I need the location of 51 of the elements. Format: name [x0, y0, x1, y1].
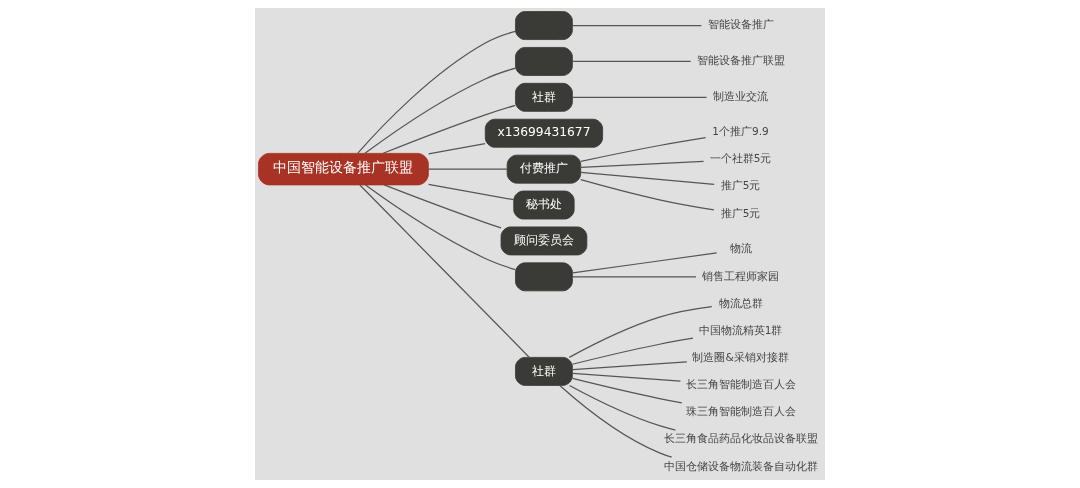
- node-text: 推广5元: [720, 206, 761, 219]
- connector: [383, 184, 502, 229]
- node-box: [515, 262, 573, 292]
- connector: [568, 384, 677, 431]
- node-text: 制造圈&采销对接群: [692, 350, 789, 363]
- node-box: 秘书处: [513, 190, 575, 220]
- node-text: 中国物流精英1群: [698, 323, 783, 336]
- node-text: 中国仓储设备物流装备自动化群: [663, 459, 818, 472]
- connector: [568, 306, 713, 358]
- connector: [359, 184, 530, 358]
- connector: [572, 60, 692, 63]
- connector: [572, 361, 688, 371]
- connector: [572, 252, 718, 274]
- node-text: 销售工程师家园: [702, 269, 780, 282]
- connector: [580, 179, 715, 211]
- connector: [572, 276, 697, 278]
- node-box: 付费推广: [506, 154, 582, 184]
- connector: [571, 377, 683, 404]
- node-box: 社群: [515, 356, 573, 386]
- connector: [428, 168, 508, 170]
- connector: [580, 137, 707, 162]
- connector: [428, 143, 486, 155]
- node-box: x13699431677: [484, 118, 604, 148]
- node-text: 1个推广9.9: [712, 125, 769, 138]
- connector: [572, 96, 708, 98]
- node-text: 长三角智能制造百人会: [685, 378, 796, 391]
- node-text: 一个社群5元: [709, 152, 772, 165]
- node-box: 顾问委员会: [500, 226, 588, 256]
- node-text: 长三角食品药品化妆品设备联盟: [663, 432, 818, 445]
- node-text: 智能设备推广联盟: [696, 54, 785, 67]
- node-text: 物流: [729, 242, 752, 255]
- node-text: 推广5元: [720, 179, 761, 192]
- connector: [572, 24, 702, 27]
- node-text: 珠三角智能制造百人会: [685, 405, 796, 418]
- connector: [364, 67, 517, 154]
- connector: [364, 184, 517, 271]
- connector: [559, 384, 673, 458]
- connector: [571, 337, 694, 365]
- node-box: [515, 47, 573, 76]
- node-text: 制造业交流: [713, 90, 769, 103]
- connector: [580, 160, 705, 168]
- node-text: 物流总群: [718, 296, 763, 309]
- connector: [382, 104, 516, 154]
- node-box: [515, 11, 573, 40]
- connector: [357, 30, 516, 154]
- connector: [580, 171, 715, 185]
- connector: [572, 372, 682, 382]
- node-box: 社群: [515, 82, 573, 112]
- node-text: 智能设备推广: [707, 18, 774, 31]
- connector: [428, 183, 515, 201]
- node-box: 中国智能设备推广联盟: [258, 152, 429, 186]
